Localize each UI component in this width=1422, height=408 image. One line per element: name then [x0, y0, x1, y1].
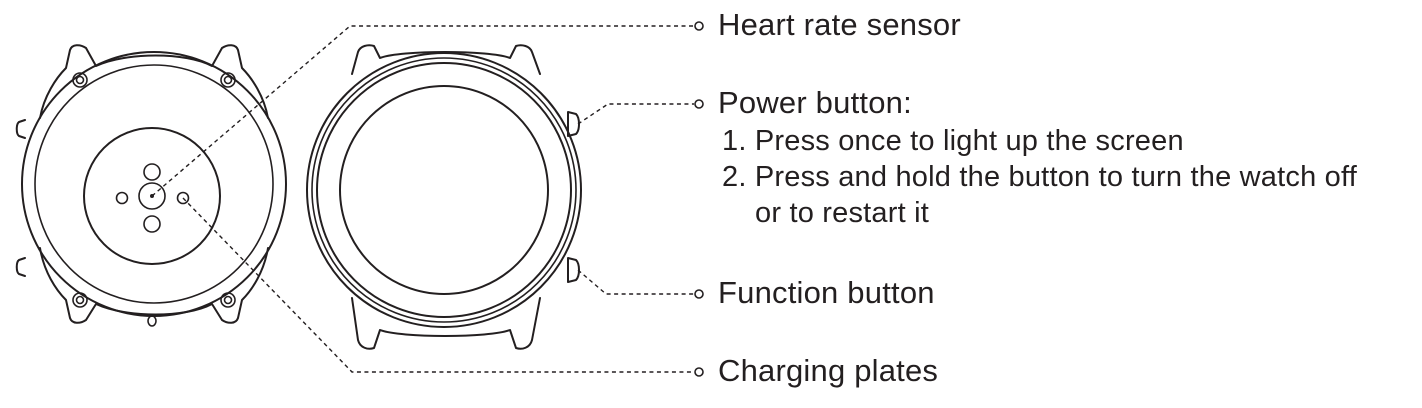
leader-lines	[151, 21, 704, 377]
leader-heart-rate-end	[694, 21, 704, 31]
screw-top-right-inner	[223, 75, 233, 85]
label-function-button: Function button	[718, 275, 935, 310]
back-top-lugs	[39, 44, 269, 119]
charging-plate-right	[176, 191, 190, 205]
sensor-led-left	[115, 191, 129, 205]
label-charging-plates: Charging plates	[718, 353, 939, 388]
back-bottom-lugs	[39, 247, 269, 324]
leader-power	[577, 103, 694, 125]
back-vent-hole	[147, 315, 157, 327]
label-power-step-2-cont: or to restart it	[755, 197, 930, 229]
front-bezel-inner	[316, 62, 572, 318]
front-screen	[339, 85, 549, 295]
screw-bottom-right-inner	[223, 295, 233, 305]
screw-top-left-inner	[75, 75, 85, 85]
leader-charging-end	[694, 367, 704, 377]
label-power-step-1: 1. Press once to light up the screen	[722, 125, 1184, 157]
back-side-button-bottom	[15, 257, 26, 277]
back-side-button-top	[15, 119, 26, 139]
label-power-button-title: Power button:	[718, 85, 912, 120]
leader-function	[577, 269, 694, 295]
back-inner-ring	[34, 64, 274, 304]
sensor-led-top	[143, 163, 161, 181]
sensor-window	[83, 127, 221, 265]
front-bottom-lugs	[351, 297, 541, 350]
leader-power-end	[694, 99, 704, 109]
screw-bottom-left	[72, 292, 88, 308]
leader-heart-rate	[151, 25, 694, 197]
function-button-shape	[567, 257, 580, 283]
leader-function-end	[694, 289, 704, 299]
label-power-step-2: 2. Press and hold the button to turn the…	[722, 161, 1357, 193]
label-heart-rate-sensor: Heart rate sensor	[718, 7, 961, 42]
leader-charging	[182, 197, 694, 373]
back-outer-case	[21, 51, 287, 317]
watch-front-view	[306, 44, 582, 350]
power-button-shape	[567, 111, 580, 137]
screw-top-left	[72, 72, 88, 88]
screw-bottom-right	[220, 292, 236, 308]
front-top-lugs	[351, 44, 541, 75]
front-bezel-outer	[311, 57, 577, 323]
screw-bottom-left-inner	[75, 295, 85, 305]
sensor-led-bottom	[143, 215, 161, 233]
watch-back-view	[15, 44, 287, 327]
sensor-center	[138, 182, 166, 210]
front-outer-case	[306, 52, 582, 328]
screw-top-right	[220, 72, 236, 88]
